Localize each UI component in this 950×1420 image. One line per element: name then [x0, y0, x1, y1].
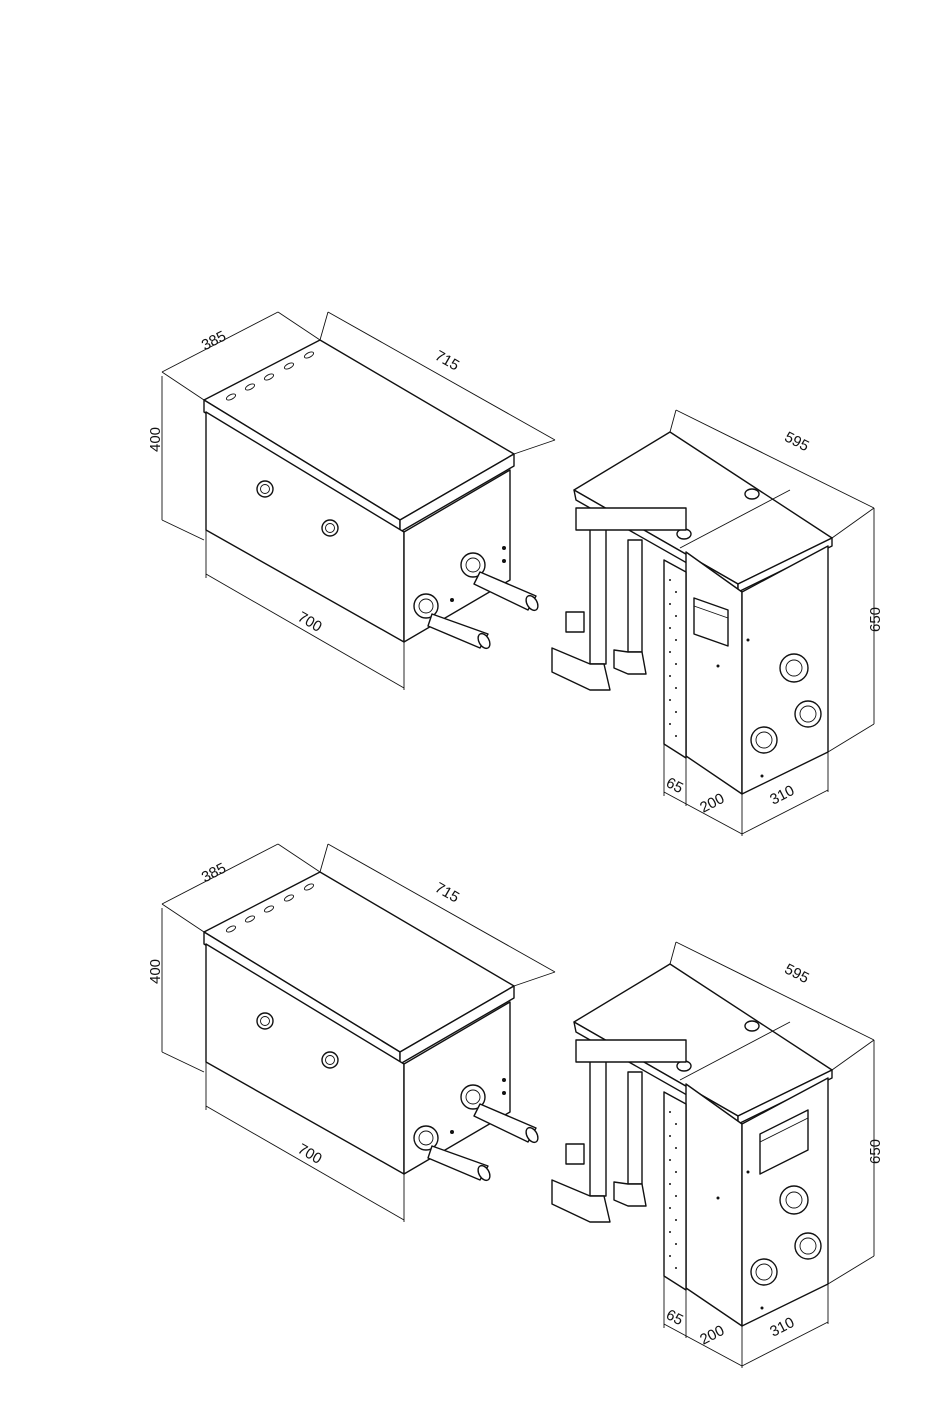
tank-unit [204, 872, 540, 1182]
filter-width-label: 595 [782, 961, 812, 988]
outlet-fitting-icon [751, 1259, 777, 1285]
tank-height-label: 400 [147, 427, 164, 452]
front-bolt-icon [257, 1013, 273, 1029]
front-bolt-icon [322, 520, 338, 536]
tank-base-length-label: 700 [295, 1140, 325, 1167]
tank-base-length-label: 700 [295, 608, 325, 635]
tank-height-label: 400 [147, 959, 164, 984]
figure-1: 385 715 400 700 [147, 312, 884, 836]
inlet-fitting-icon [780, 1186, 808, 1214]
perforated-panel [664, 560, 686, 758]
filter-height-label: 650 [867, 1139, 884, 1164]
outlet-fitting-icon [751, 727, 777, 753]
tank-unit [204, 340, 540, 650]
outlet-fitting-icon [795, 701, 821, 727]
outlet-fitting-icon [795, 1233, 821, 1259]
front-bolt-icon [257, 481, 273, 497]
inlet-fitting-icon [780, 654, 808, 682]
filter-front-depth-label: 310 [767, 1314, 797, 1341]
filter-width-label: 595 [782, 429, 812, 456]
filter-body-front [686, 552, 742, 794]
figure-2: 385 715 400 700 [147, 844, 884, 1368]
filter-height-label: 650 [867, 607, 884, 632]
front-bolt-icon [322, 1052, 338, 1068]
tank-length-label: 715 [432, 879, 462, 906]
filter-unit [552, 432, 832, 794]
tank-length-label: 715 [432, 347, 462, 374]
filter-unit [552, 964, 832, 1326]
filter-front-depth-label: 310 [767, 782, 797, 809]
